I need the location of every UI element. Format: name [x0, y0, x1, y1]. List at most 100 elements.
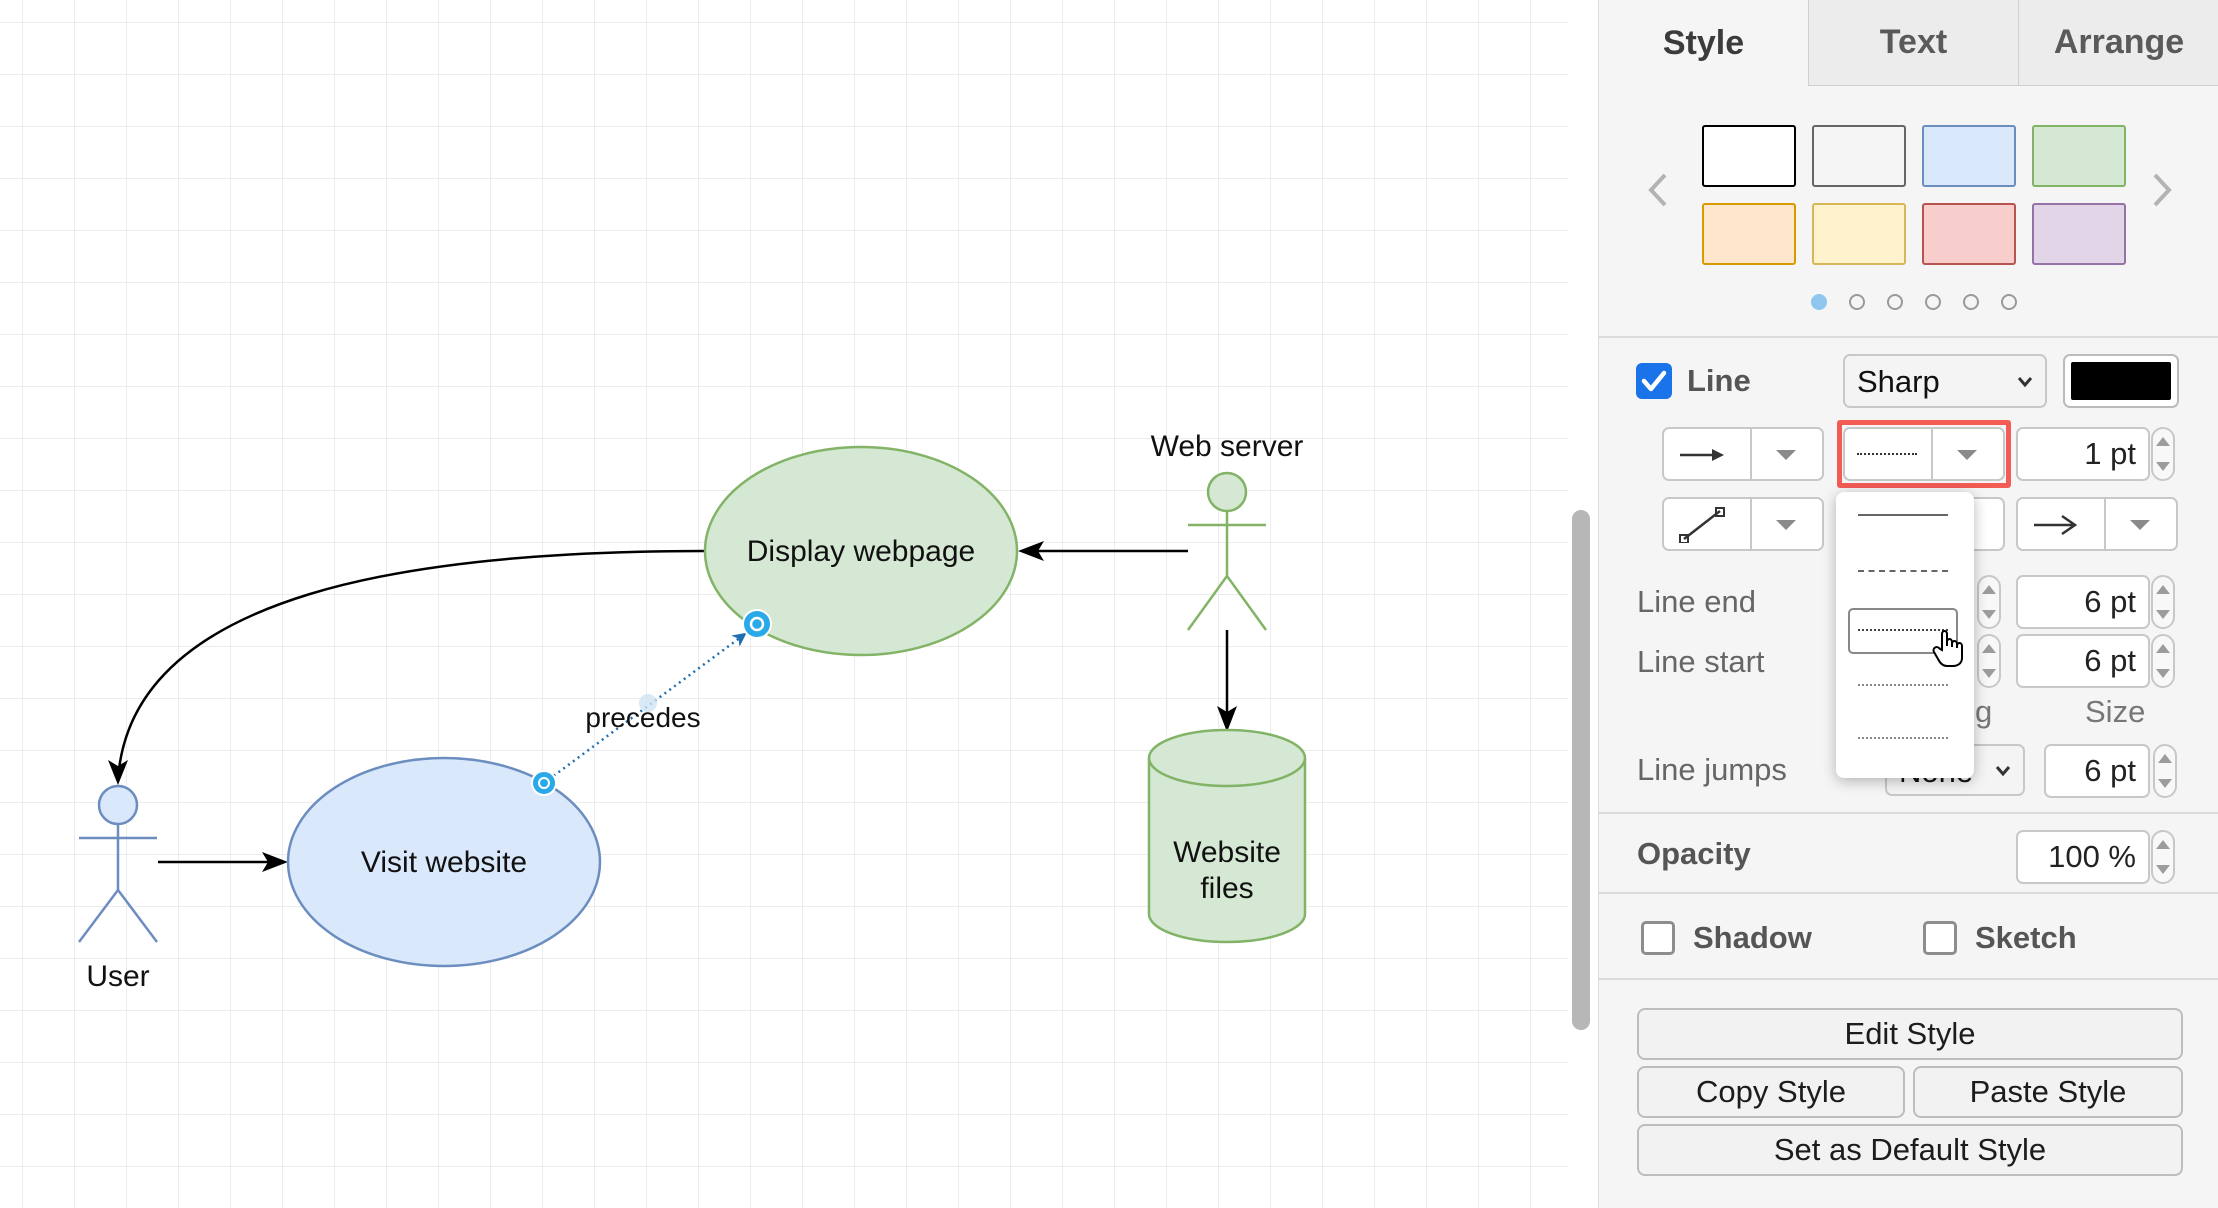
- swatch-gray[interactable]: [1812, 125, 1906, 187]
- hand-cursor-icon: [1932, 630, 1963, 667]
- swatch-page-dot-1[interactable]: [1811, 294, 1827, 310]
- pattern-option-solid[interactable]: [1858, 514, 1948, 516]
- arrowhead-user: [108, 760, 128, 785]
- opacity-input[interactable]: 100 %: [2016, 830, 2150, 884]
- tab-arrange[interactable]: Arrange: [2018, 0, 2218, 86]
- line-start-size-input[interactable]: 6 pt: [2016, 634, 2150, 688]
- line-pattern-select[interactable]: [1843, 427, 2005, 481]
- visit-website-node[interactable]: [286, 756, 602, 968]
- display-webpage-node[interactable]: [703, 445, 1019, 657]
- line-width-stepper[interactable]: [2151, 427, 2175, 481]
- edge-end-handle[interactable]: [742, 609, 772, 639]
- pattern-highlight: [1837, 420, 2011, 488]
- stepper-arrows-icon: [1978, 634, 2000, 688]
- line-color-fill: [2071, 362, 2171, 400]
- line-end-size-stepper[interactable]: [2151, 575, 2175, 629]
- caret-down-icon: [1957, 450, 1977, 460]
- line-start-spacing-stepper[interactable]: [1977, 634, 2001, 688]
- arrowhead-display: [1018, 541, 1044, 561]
- swatch-yellow[interactable]: [1812, 203, 1906, 265]
- line-style-select[interactable]: Sharp: [1843, 354, 2047, 408]
- swatch-page-dot-6[interactable]: [2001, 294, 2017, 310]
- diagram-canvas[interactable]: Display webpage Visit website precedes W…: [0, 0, 1568, 1208]
- stepper-arrows-icon: [2152, 634, 2174, 688]
- line-color-picker[interactable]: [2063, 354, 2179, 408]
- copy-style-button[interactable]: Copy Style: [1637, 1066, 1905, 1118]
- split-divider: [1750, 429, 1752, 479]
- website-files-label-line2: files: [1200, 872, 1253, 905]
- user-actor[interactable]: [78, 784, 158, 943]
- pattern-option-dashed[interactable]: [1858, 570, 1948, 572]
- swatch-green[interactable]: [2032, 125, 2126, 187]
- caret-down-icon: [1776, 450, 1796, 460]
- waypoint-select[interactable]: [1662, 497, 1824, 551]
- divider: [1599, 336, 2218, 338]
- stepper-arrows-icon: [2152, 575, 2174, 629]
- checkmark-icon: [1641, 370, 1667, 392]
- line-start-size-stepper[interactable]: [2151, 634, 2175, 688]
- swatch-red[interactable]: [1922, 203, 2016, 265]
- line-end-label: Line end: [1637, 584, 1756, 619]
- swatch-page-dot-4[interactable]: [1925, 294, 1941, 310]
- line-jumps-size-input[interactable]: 6 pt: [2044, 744, 2150, 798]
- paste-style-button[interactable]: Paste Style: [1913, 1066, 2183, 1118]
- stepper-arrows-icon: [2152, 427, 2174, 481]
- line-end-size-input[interactable]: 6 pt: [2016, 575, 2150, 629]
- website-files-node[interactable]: [1147, 728, 1307, 944]
- sketch-label: Sketch: [1975, 920, 2077, 955]
- format-panel: Style Text Arrange Line Sharp: [1598, 0, 2218, 1208]
- swatch-page-dot-3[interactable]: [1887, 294, 1903, 310]
- split-divider: [2104, 499, 2106, 549]
- line-start-label: Line start: [1637, 644, 1765, 679]
- canvas-vertical-scrollbar[interactable]: [1572, 510, 1590, 1030]
- tab-style[interactable]: Style: [1599, 0, 1808, 86]
- split-divider: [1931, 429, 1933, 479]
- line-checkbox[interactable]: [1636, 363, 1672, 399]
- line-style-value: Sharp: [1857, 364, 1940, 399]
- website-files-label-line1: Website: [1173, 836, 1281, 869]
- shadow-checkbox[interactable]: [1641, 921, 1675, 955]
- opacity-stepper[interactable]: [2151, 830, 2175, 884]
- stepper-arrows-icon: [2152, 830, 2174, 884]
- web-server-label: Web server: [1151, 430, 1304, 463]
- swatch-prev-icon[interactable]: [1647, 172, 1669, 208]
- swatch-page-dot-5[interactable]: [1963, 294, 1979, 310]
- pattern-option-dotted-sparse[interactable]: [1858, 684, 1948, 686]
- divider: [1599, 978, 2218, 980]
- line-jumps-label: Line jumps: [1637, 752, 1787, 787]
- divider: [1599, 892, 2218, 894]
- edit-style-button[interactable]: Edit Style: [1637, 1008, 2183, 1060]
- connector-arrow-select[interactable]: [1662, 427, 1824, 481]
- tab-text[interactable]: Text: [1808, 0, 2018, 86]
- edge-end-handle-inner: [749, 616, 765, 632]
- caret-down-icon: [1776, 520, 1796, 530]
- pattern-option-dotted-fine[interactable]: [1858, 737, 1948, 739]
- swatch-orange[interactable]: [1702, 203, 1796, 265]
- pattern-option-selected[interactable]: [1848, 608, 1958, 654]
- swatch-white[interactable]: [1702, 125, 1796, 187]
- user-label: User: [86, 960, 149, 993]
- line-width-input[interactable]: 1 pt: [2016, 427, 2150, 481]
- line-end-arrow-select[interactable]: [2016, 497, 2178, 551]
- sketch-checkbox[interactable]: [1923, 921, 1957, 955]
- arrowhead-files: [1217, 706, 1237, 732]
- line-end-spacing-stepper[interactable]: [1977, 575, 2001, 629]
- edge-display-to-user[interactable]: [116, 549, 706, 781]
- diagram-svg: Display webpage Visit website precedes W…: [78, 430, 1307, 993]
- visit-website-label: Visit website: [361, 846, 527, 879]
- swatch-next-icon[interactable]: [2151, 172, 2173, 208]
- dotted-line-preview: [1857, 453, 1917, 455]
- swatch-purple[interactable]: [2032, 203, 2126, 265]
- chevron-down-icon: [2017, 377, 2033, 388]
- line-jumps-size-stepper[interactable]: [2153, 744, 2177, 798]
- display-webpage-label: Display webpage: [747, 535, 975, 568]
- swatch-page-dot-2[interactable]: [1849, 294, 1865, 310]
- divider: [1599, 812, 2218, 814]
- edge-start-handle[interactable]: [531, 770, 557, 796]
- stepper-arrows-icon: [2154, 744, 2176, 798]
- swatch-blue[interactable]: [1922, 125, 2016, 187]
- edge-midpoint-handle[interactable]: [639, 694, 657, 712]
- edge-precedes-label[interactable]: precedes: [585, 702, 700, 733]
- web-server-actor[interactable]: [1186, 471, 1268, 631]
- set-default-style-button[interactable]: Set as Default Style: [1637, 1124, 2183, 1176]
